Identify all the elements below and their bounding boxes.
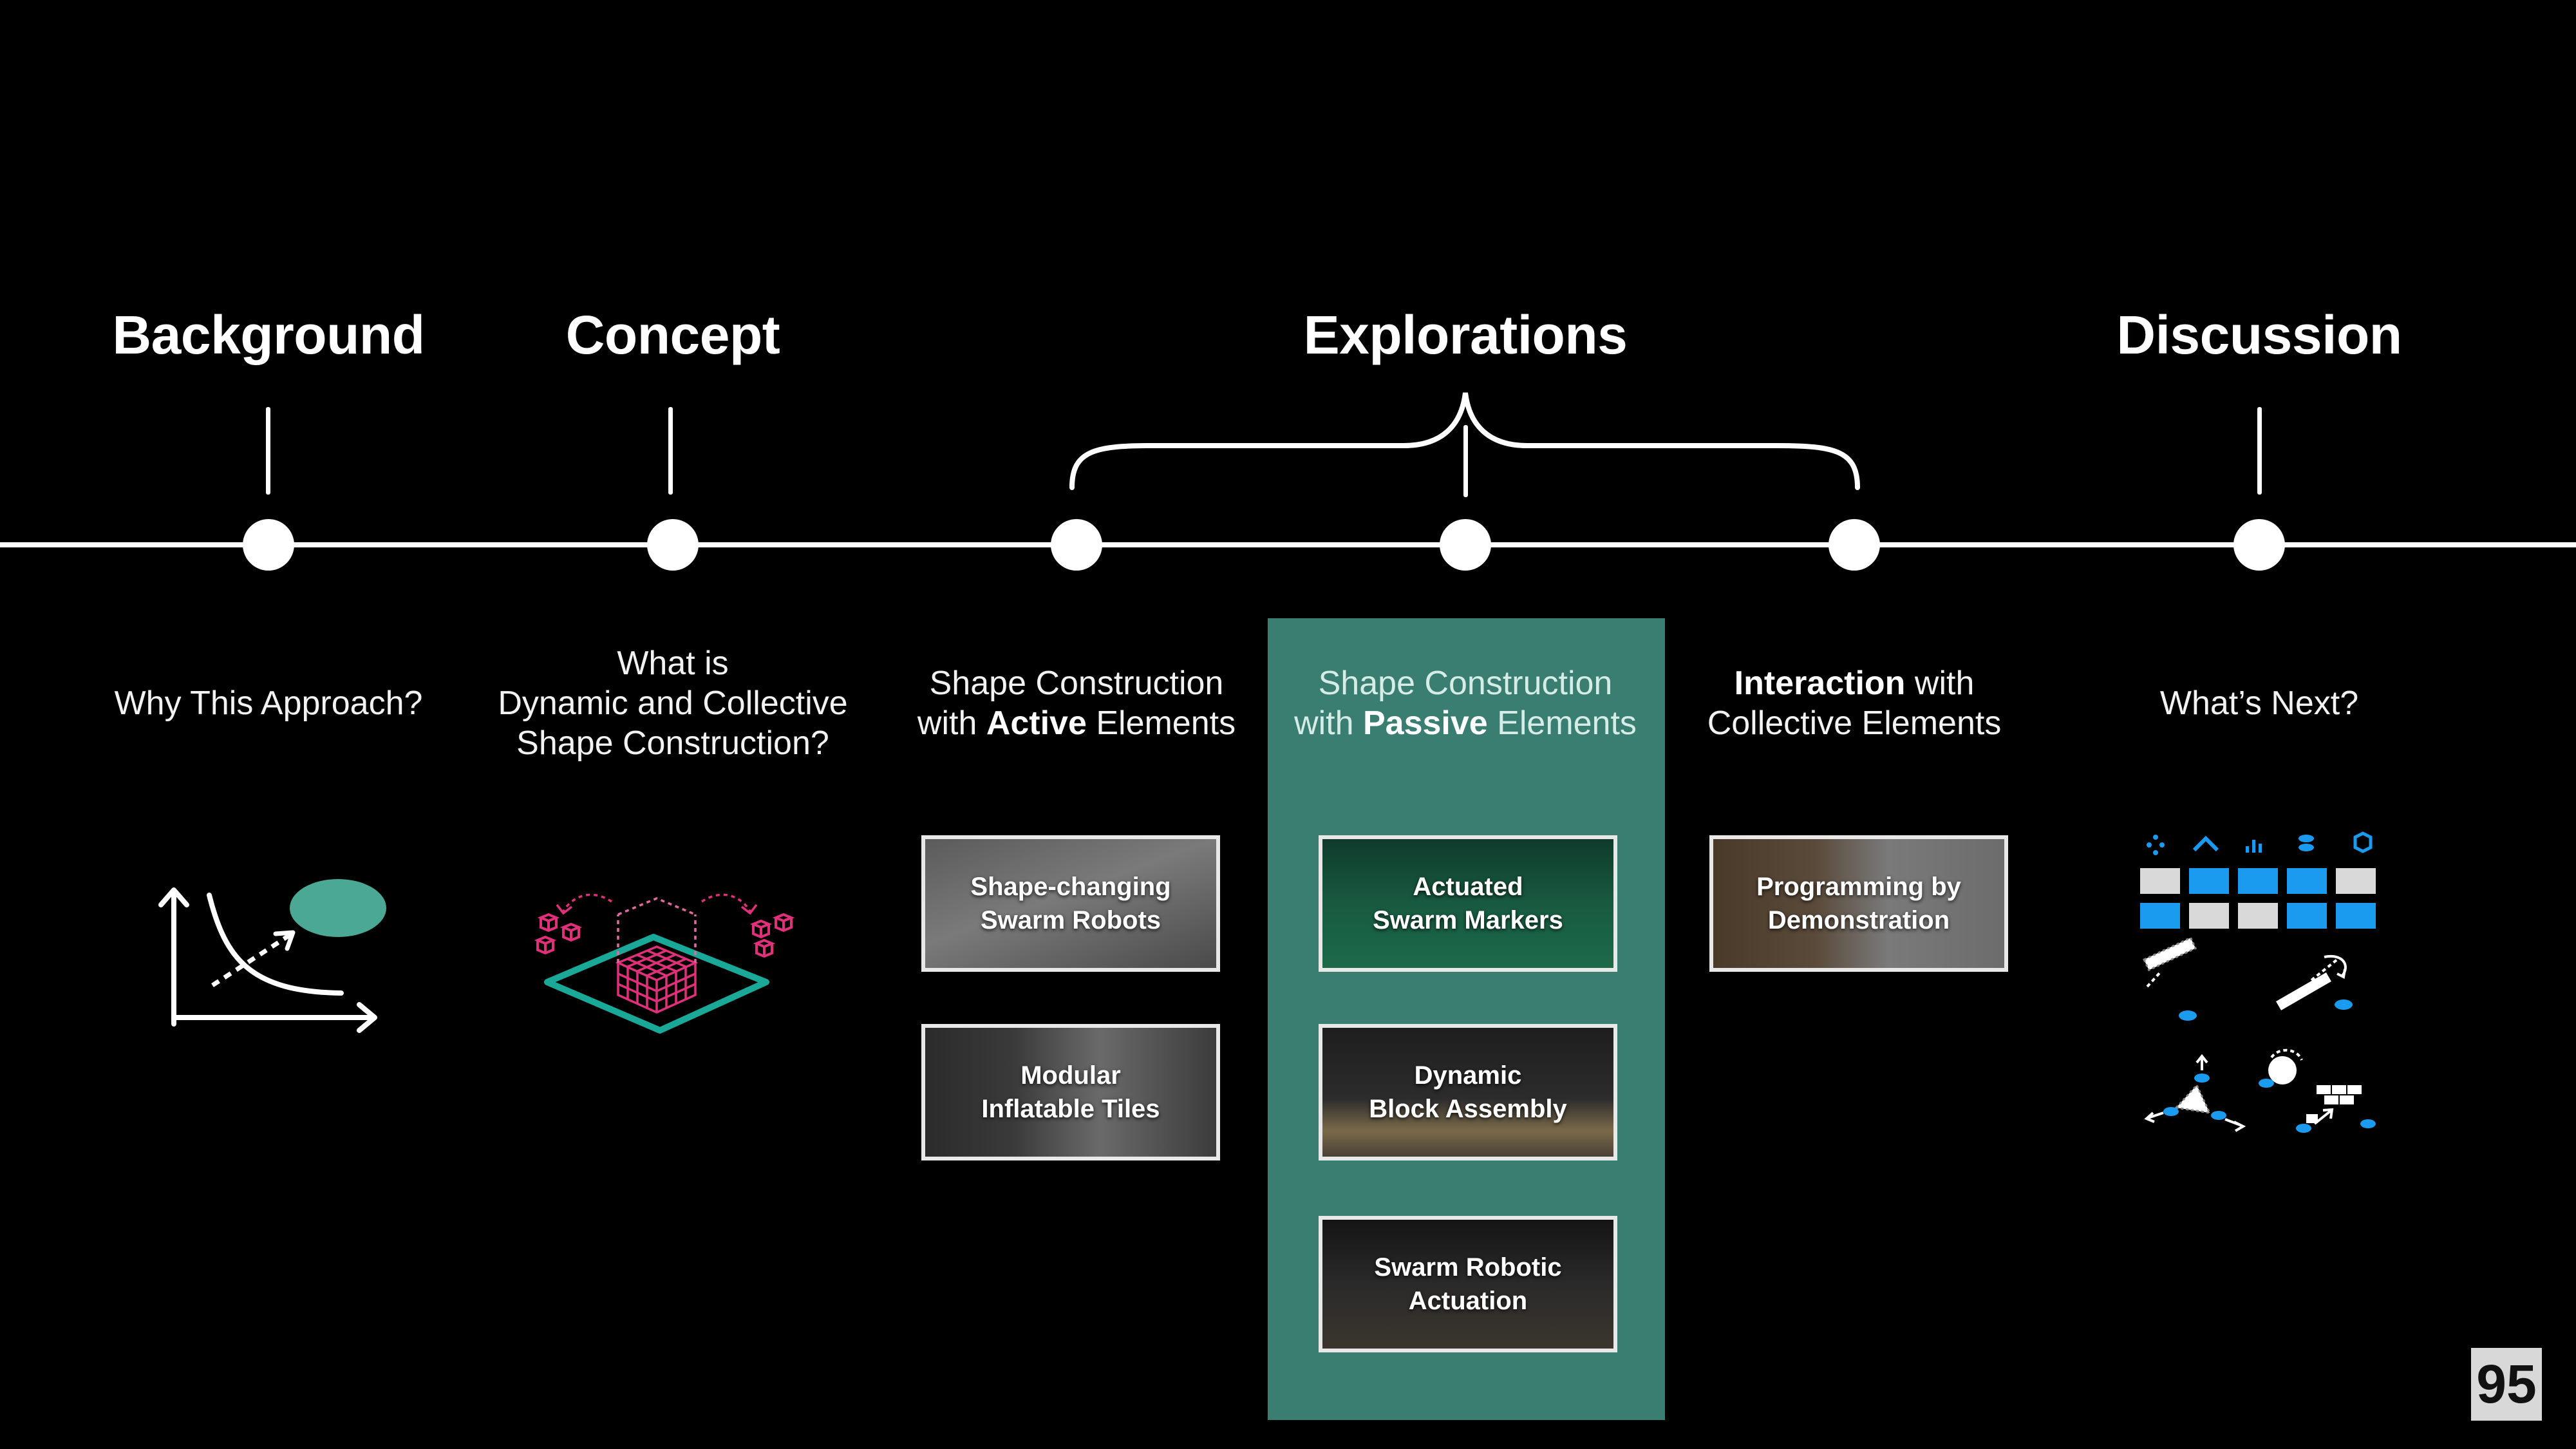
caption-interaction-bold: Interaction xyxy=(1734,665,1906,702)
caption-background: Why This Approach? xyxy=(114,685,423,722)
section-heading-concept: Concept xyxy=(565,305,780,365)
section-heading-background: Background xyxy=(112,305,425,365)
connector-background xyxy=(266,407,270,495)
caption-discussion: What’s Next? xyxy=(2159,685,2359,722)
caption-active-line2: with Active Elements xyxy=(870,703,1283,743)
card-thumbnail xyxy=(1322,839,1613,968)
timeline-node-passive[interactable] xyxy=(1440,519,1491,571)
card-label-line2: Inflatable Tiles xyxy=(981,1095,1160,1123)
card-programming-by-demonstration[interactable]: Programming by Demonstration xyxy=(1709,835,2008,972)
caption-passive: Shape Construction with Passive Elements xyxy=(1259,663,1671,743)
card-label-line2: Swarm Markers xyxy=(1373,906,1563,934)
connector-discussion xyxy=(2257,407,2262,495)
card-label-line2: Actuation xyxy=(1408,1287,1528,1315)
card-label-line2: Swarm Robots xyxy=(980,906,1161,934)
section-heading-explorations: Explorations xyxy=(1303,305,1628,365)
caption-active-suffix: Elements xyxy=(1086,705,1236,742)
card-label-line1: Actuated xyxy=(1413,873,1523,901)
caption-passive-suffix: Elements xyxy=(1487,705,1637,742)
card-thumbnail xyxy=(1713,839,2004,968)
timeline-node-concept[interactable] xyxy=(647,519,699,571)
card-label-line1: Dynamic xyxy=(1414,1061,1522,1090)
card-label-line1: Programming by xyxy=(1756,873,1961,901)
caption-concept-line1: What is xyxy=(617,645,729,682)
caption-passive-line2: with Passive Elements xyxy=(1259,703,1671,743)
caption-active-bold: Active xyxy=(986,705,1087,742)
timeline-node-discussion[interactable] xyxy=(2233,519,2285,571)
card-label-line1: Modular xyxy=(1020,1061,1121,1090)
caption-interaction-line2: Collective Elements xyxy=(1707,705,2002,742)
caption-active-prefix: with xyxy=(917,705,986,742)
caption-concept-line2: Dynamic and Collective xyxy=(498,685,848,722)
caption-interaction: Interaction with Collective Elements xyxy=(1648,663,2060,743)
caption-concept: What is Dynamic and Collective Shape Con… xyxy=(467,643,879,763)
connector-concept xyxy=(668,407,673,495)
timeline-node-active[interactable] xyxy=(1051,519,1102,571)
tradeoff-chart-icon xyxy=(158,879,386,1033)
card-label-line1: Shape-changing xyxy=(970,873,1171,901)
timeline-line xyxy=(0,542,2576,547)
card-label-line1: Swarm Robotic xyxy=(1374,1253,1562,1282)
connector-explorations xyxy=(1463,425,1468,497)
section-heading-discussion: Discussion xyxy=(2116,305,2402,365)
card-thumbnail xyxy=(925,839,1216,968)
future-directions-icon xyxy=(2140,831,2376,1133)
card-label-line2: Block Assembly xyxy=(1369,1095,1567,1123)
modular-cube-assembly-icon xyxy=(534,893,795,1034)
card-label: Programming by Demonstration xyxy=(1756,870,1961,937)
caption-active: Shape Construction with Active Elements xyxy=(870,663,1283,743)
caption-passive-line1: Shape Construction xyxy=(1318,665,1613,702)
timeline-node-interaction[interactable] xyxy=(1829,519,1880,571)
caption-active-line1: Shape Construction xyxy=(929,665,1224,702)
card-label-line2: Demonstration xyxy=(1767,906,1950,934)
timeline-node-background[interactable] xyxy=(243,519,294,571)
caption-passive-prefix: with xyxy=(1294,705,1363,742)
page-number: 95 xyxy=(2471,1348,2542,1421)
caption-concept-line3: Shape Construction? xyxy=(516,724,829,762)
card-thumbnail xyxy=(1322,1220,1613,1349)
caption-passive-bold: Passive xyxy=(1362,705,1488,742)
card-thumbnail xyxy=(1322,1028,1613,1157)
caption-interaction-suffix: with xyxy=(1905,665,1975,702)
caption-interaction-line1: Interaction with xyxy=(1648,663,2060,703)
card-thumbnail xyxy=(925,1028,1216,1157)
